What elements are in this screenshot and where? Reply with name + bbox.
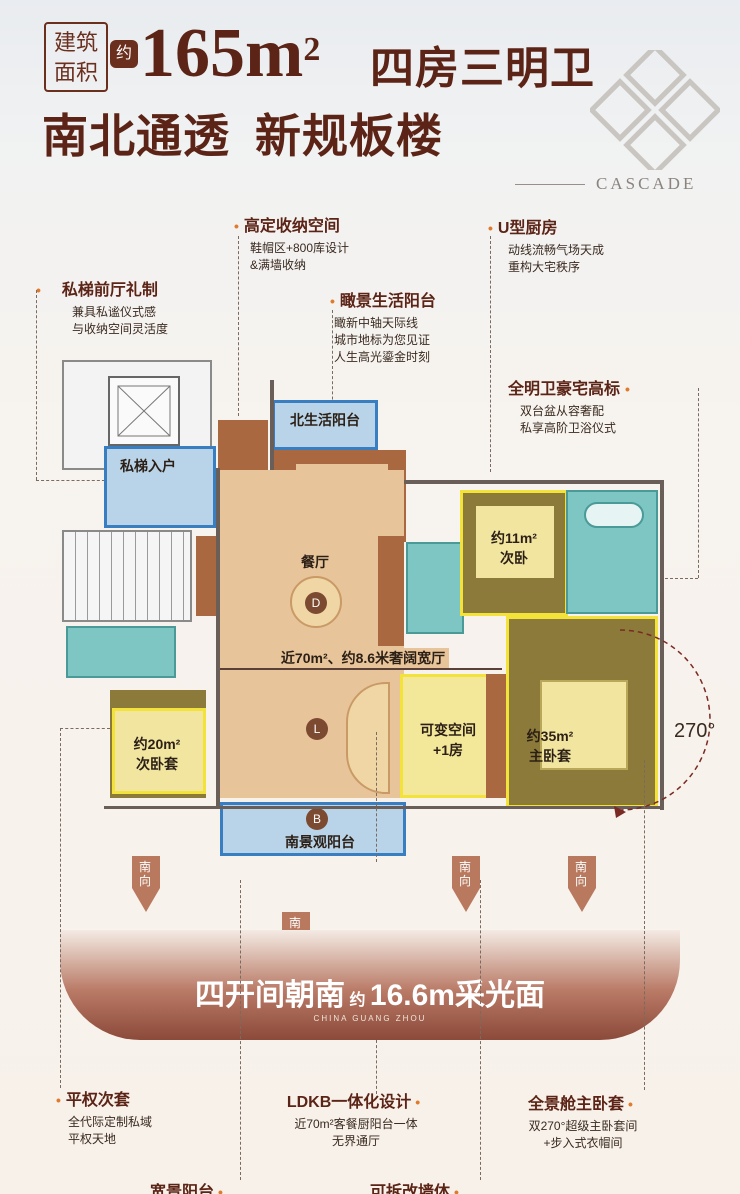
approx-badge: 约 — [110, 40, 138, 68]
callout-kitchen: •U型厨房 动线流畅气场天成 重构大宅秩序 — [488, 220, 605, 274]
bedroom-11-label: 次卧 — [500, 550, 528, 566]
area-label-line1: 建筑 — [53, 30, 98, 55]
leader-line — [240, 880, 241, 1180]
leader-line — [640, 578, 698, 579]
leader-line — [376, 1040, 377, 1094]
dining-wall-unit — [378, 536, 404, 646]
subtitle: 南北通透 新规板楼 — [42, 111, 443, 162]
lift-cross-icon — [117, 385, 171, 437]
callout-bath: 全明卫豪宅高标• 双台盆从容奢配 私享高阶卫浴仪式 — [508, 381, 630, 435]
span-dimension-line — [220, 668, 502, 670]
callout-storage: •高定收纳空间 鞋帽区+800库设计 &满墙收纳 — [234, 218, 350, 272]
flex-label-2: +1房 — [433, 742, 463, 758]
flex-label-1: 可变空间 — [420, 722, 476, 738]
bullet-icon: • — [36, 282, 41, 298]
leader-line — [490, 236, 491, 472]
bath-left — [66, 626, 176, 678]
layout-title: 四房三明卫 — [370, 44, 595, 93]
south-arrow-icon — [132, 856, 160, 912]
storage-room — [218, 420, 268, 470]
wall — [660, 480, 664, 810]
south-arrow-icon — [568, 856, 596, 912]
bedroom-20-area: 约20m² — [133, 736, 181, 752]
callout-balcony-view: •瞰景生活阳台 瞰新中轴天际线 城市地标为您见证 人生高光鎏金时刻 — [330, 293, 436, 364]
brand-name: CASCADE — [596, 174, 697, 193]
dining-label: 餐厅 — [301, 554, 329, 570]
leader-line — [376, 732, 377, 862]
bullet-icon: • — [454, 1184, 459, 1194]
leader-line — [238, 236, 239, 416]
leader-line — [36, 290, 37, 480]
brand-logo — [588, 43, 722, 177]
leader-line — [644, 760, 645, 1090]
bullet-icon: • — [330, 293, 335, 309]
banner-en: CHINA GUANG ZHOU — [313, 1014, 427, 1023]
banner-text: 四开间朝南 约 16.6m采光面 — [195, 979, 545, 1012]
leader-line — [60, 728, 61, 1088]
living-mark: L — [306, 718, 328, 740]
sofa — [346, 682, 390, 794]
south-arrow: 南向 — [446, 856, 486, 914]
bullet-icon: • — [218, 1184, 223, 1194]
stairs — [62, 530, 192, 622]
master-label: 主卧套 — [529, 748, 571, 764]
south-balcony-label: 南景观阳台 — [285, 834, 355, 850]
callout-ldkb: LDKB一体化设计• 近70m²客餐厨阳台一体 无界通厅 — [286, 1094, 421, 1148]
private-lift-entry — [104, 446, 216, 528]
bullet-icon: • — [488, 220, 493, 236]
wall — [270, 380, 274, 470]
callout-bottom-mid: 可拆改墙体• — [370, 1178, 464, 1194]
bullet-icon: • — [234, 218, 239, 234]
bedroom-11-area: 约11m² — [491, 530, 537, 546]
callout-foyer: •私梯前厅礼制 兼具私谧仪式感 与收纳空间灵活度 — [36, 282, 169, 336]
bullet-icon: • — [625, 381, 630, 397]
angle-arc — [614, 629, 711, 818]
living-span-label: 近70m²、约8.6米奢阔宽厅 — [226, 648, 500, 668]
south-arrow: 南向 — [126, 856, 166, 914]
flex-wall — [486, 674, 506, 798]
leader-line — [332, 310, 333, 430]
lift-shaft — [108, 376, 180, 446]
south-banner — [60, 930, 680, 1040]
bedroom-20-floor — [112, 708, 206, 794]
bullet-icon: • — [415, 1094, 421, 1110]
bath-center — [406, 542, 464, 634]
area-value: 165m2 — [140, 15, 321, 92]
private-lift-entry-label: 私梯入户 — [120, 458, 176, 474]
bedroom-20-label: 次卧套 — [136, 756, 178, 772]
south-arrow: 南向 — [562, 856, 602, 914]
header: 建筑 面积 约 165m2 四房三明卫 南北通透 新规板楼 CASCADE — [0, 0, 740, 200]
bullet-icon: • — [56, 1092, 61, 1108]
bullet-icon: • — [628, 1096, 633, 1112]
south-arrow-icon — [452, 856, 480, 912]
master-bed — [540, 680, 628, 770]
bedroom-11-floor — [476, 506, 554, 578]
callout-second-suite: •平权次套 全代际定制私域 平权天地 — [56, 1092, 153, 1146]
floor-plan: 私梯入户 北生活阳台 K 厨房 餐厅 D L 近70m²、约8.6米奢阔宽厅 可… — [0, 330, 740, 890]
dining-mark: D — [305, 592, 327, 614]
callout-bottom-left: 宽景阳台• — [150, 1178, 228, 1194]
balcony-mark: B — [306, 808, 328, 830]
leader-line — [698, 388, 699, 578]
area-label-box: 建筑 面积 — [44, 22, 108, 92]
brand-divider — [515, 184, 585, 185]
logo-mark — [588, 43, 722, 177]
leader-line — [36, 480, 110, 481]
master-area: 约35m² — [526, 728, 574, 744]
angle-label: 270° — [674, 720, 716, 742]
bathtub — [584, 502, 644, 528]
wall — [104, 806, 660, 809]
wall — [216, 468, 220, 808]
leader-line — [60, 728, 110, 729]
north-balcony-label: 北生活阳台 — [290, 412, 360, 428]
wall — [404, 480, 664, 484]
callout-master: 全景舱主卧套• 双270°超级主卧套间 +步入式衣帽间 — [528, 1096, 638, 1150]
leader-line — [480, 880, 481, 1180]
area-label-line2: 面积 — [53, 60, 98, 85]
